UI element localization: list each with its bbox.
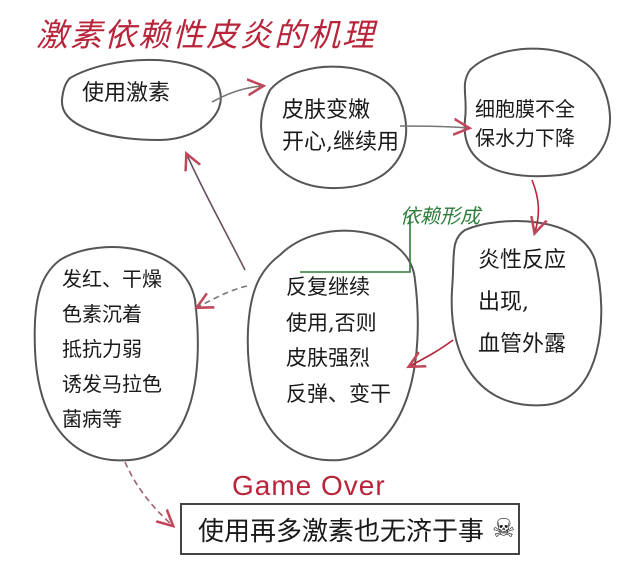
node-inflammation: 炎性反应 出现, 血管外露	[478, 240, 566, 365]
node-line: 反弹、变干	[286, 382, 391, 407]
node-line: 诱发马拉色	[62, 372, 162, 396]
node-line: 反复继续	[286, 275, 370, 299]
diagram-title: 激素依赖性皮炎的机理	[36, 16, 377, 54]
node-outline-symptoms	[33, 246, 199, 462]
arrow-use-to-skin	[211, 86, 262, 103]
node-line: 皮肤变嫩	[282, 98, 371, 123]
node-line: 使用激素	[82, 81, 171, 106]
node-line: 皮肤强烈	[286, 346, 370, 371]
skull-icon: ☠	[492, 514, 516, 544]
node-outline-inflammation	[450, 220, 603, 407]
node-line: 色素沉着	[62, 302, 142, 326]
node-outline-use-hormone	[60, 58, 222, 142]
node-repeated-use: 反复继续 使用,否则 皮肤强烈 反弹、变干	[286, 270, 391, 413]
node-line: 抵抗力弱	[62, 337, 142, 361]
node-line: 使用,否则	[286, 310, 377, 335]
node-line: 菌病等	[62, 407, 122, 431]
game-over-box: 使用再多激素也无济于事 ☠	[180, 503, 520, 555]
node-line: 开心,继续用	[282, 129, 399, 155]
node-cell-membrane: 细胞膜不全 保水力下降	[475, 95, 575, 153]
arrow-skin-to-cell	[399, 126, 468, 128]
game-over-text: 使用再多激素也无济于事	[198, 516, 485, 547]
node-skin-tender: 皮肤变嫩 开心,继续用	[282, 95, 399, 159]
arrow-repeat-to-symptoms	[198, 285, 248, 307]
node-symptoms: 发红、干燥 色素沉着 抵抗力弱 诱发马拉色 菌病等	[62, 262, 162, 437]
arrow-repeat-to-use	[187, 155, 246, 271]
node-line: 炎性反应	[478, 248, 567, 273]
node-line: 细胞膜不全	[475, 97, 575, 121]
node-line: 血管外露	[478, 331, 567, 357]
node-line: 发红、干燥	[62, 267, 162, 291]
node-outline-skin-tender	[260, 65, 408, 190]
arrow-symptoms-to-gameover	[124, 461, 172, 525]
node-outline-repeated-use	[246, 229, 419, 462]
game-over-heading: Game Over	[232, 470, 386, 501]
dependency-label: 依赖形成	[400, 204, 480, 228]
node-line: 出现,	[478, 289, 529, 315]
dependency-bracket	[300, 215, 411, 273]
arrow-inflammation-to-repeat	[410, 339, 454, 366]
node-use-hormone: 使用激素	[82, 78, 170, 110]
node-line: 保水力下降	[475, 126, 575, 150]
arrow-cell-to-inflammation	[532, 179, 538, 232]
